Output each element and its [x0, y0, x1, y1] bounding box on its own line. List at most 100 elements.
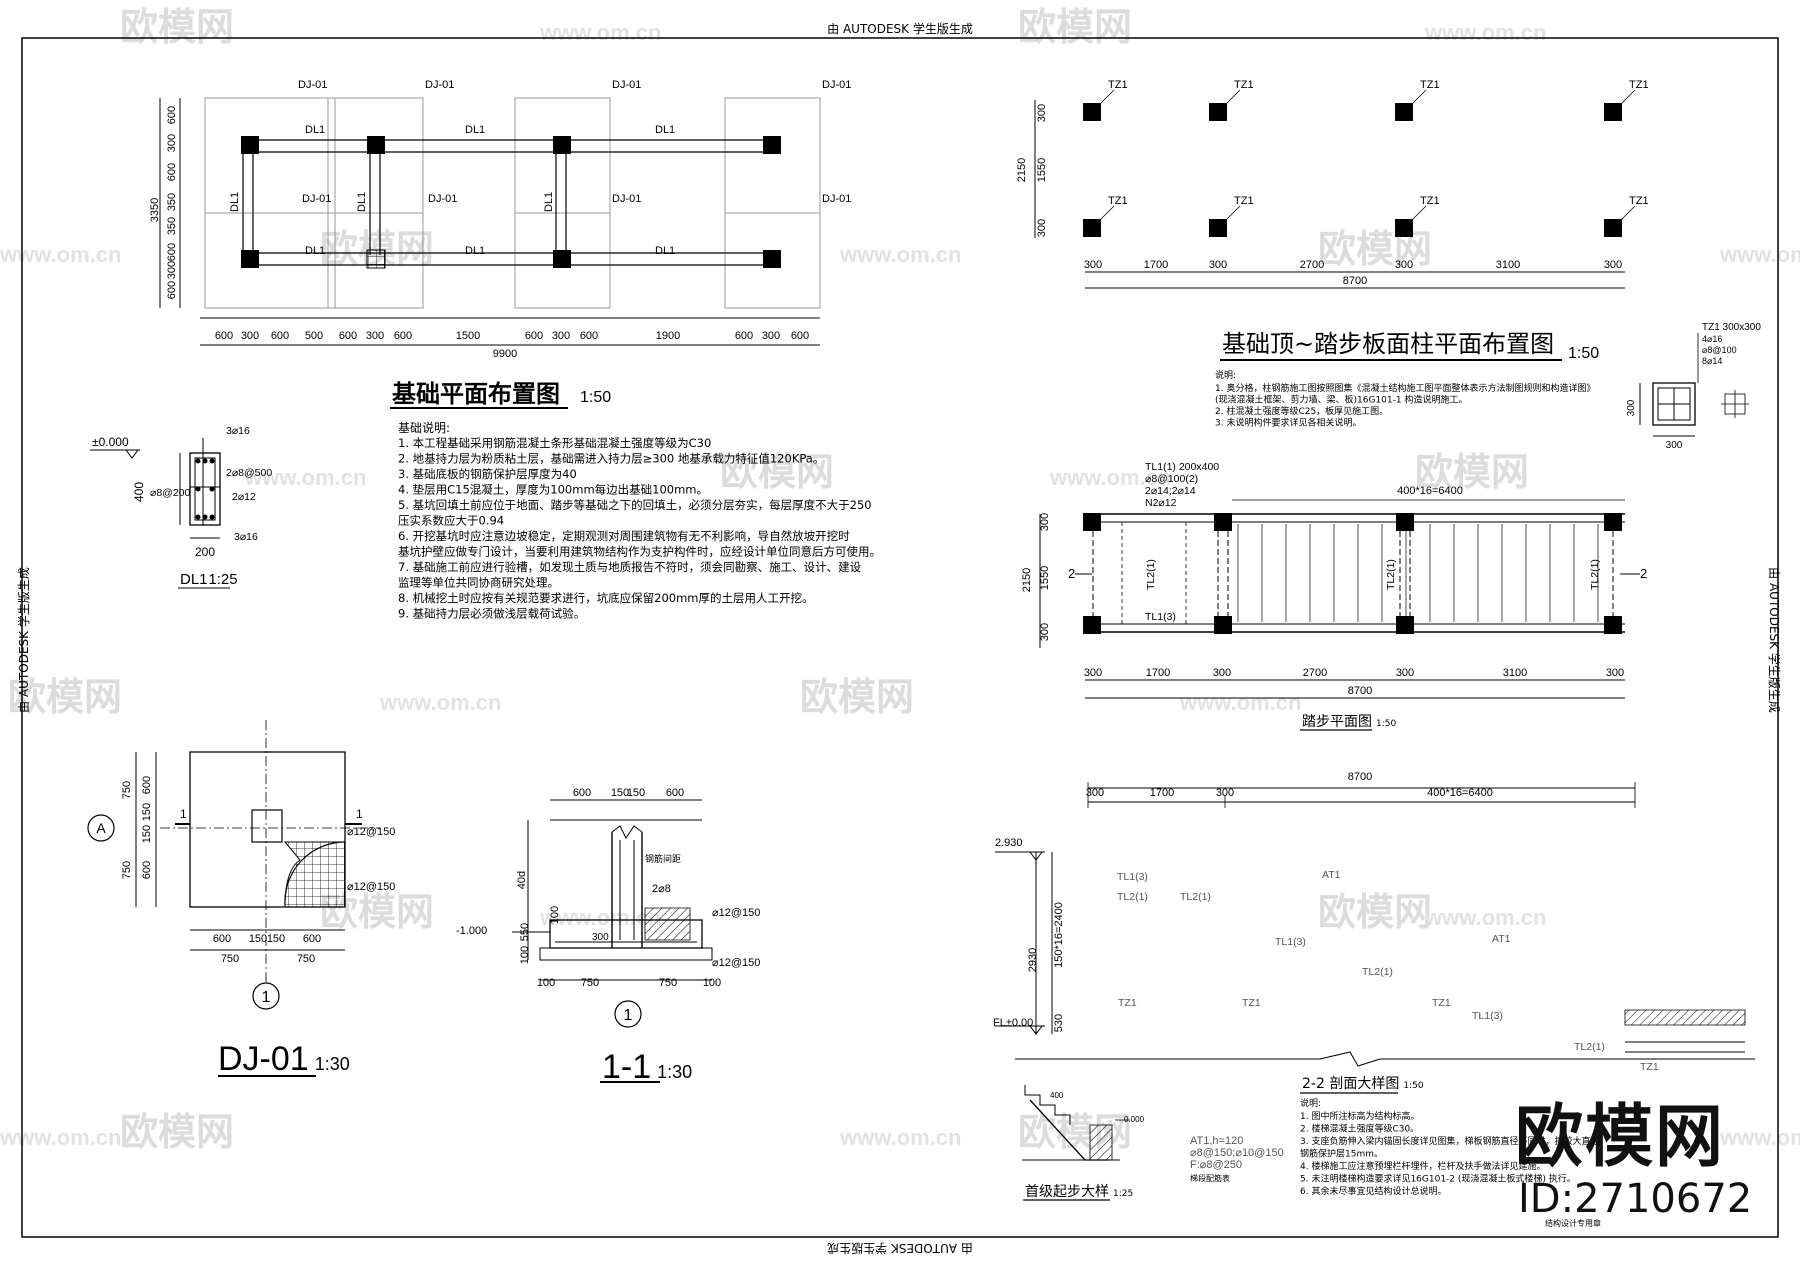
- note-line: 8. 机械挖土时应按有关规范要求进行，坑底应保留200mm厚的土层用人工开挖。: [398, 591, 813, 605]
- s22-span: 400*16=6400: [1427, 787, 1493, 799]
- dim-label: 1700: [1150, 787, 1174, 799]
- note-line: 2. 地基持力层为粉质粘土层，基础需进入持力层≥300 地基承载力特征值120K…: [398, 452, 824, 466]
- dim-label: 600: [166, 243, 178, 261]
- dim-label: 600: [394, 330, 412, 342]
- dim-label: 150: [267, 933, 285, 945]
- tag-dl1: DL1: [229, 192, 241, 212]
- dim-label: 300: [1604, 259, 1622, 271]
- dim-label: 300: [241, 330, 259, 342]
- section-mark-2: 2: [1068, 566, 1075, 581]
- dim-label: 750: [297, 953, 315, 965]
- dim-label: 300: [1606, 667, 1624, 679]
- section-22-notes: 1. 图中所注标高为结构标高。2. 楼梯混凝土强度等级C30。3. 支座负筋伸入…: [1300, 1110, 1608, 1197]
- leader-line: [1099, 205, 1115, 221]
- tag-tz1: TZ1: [1108, 79, 1128, 91]
- dim-label: 150: [141, 825, 153, 843]
- watermark-url: www.om.cn: [1719, 242, 1800, 267]
- note-line: (现浇混凝土框架、剪力墙、梁、板)16G101-1 构造说明施工。: [1215, 394, 1467, 406]
- note-line: 基坑护壁应做专门设计，当要利用建筑物结构作为支护构件时，应经设计单位同意后方可使…: [398, 545, 881, 559]
- s22-member-label: TL1(3): [1117, 871, 1148, 883]
- tag-tz1: TZ1: [1108, 195, 1128, 207]
- dim-label: 300: [1036, 219, 1048, 237]
- dim-label: 3100: [1503, 667, 1527, 679]
- start-step-labels: 400 0.000: [1050, 1091, 1145, 1124]
- watermark-brand: 欧模网: [1318, 890, 1432, 934]
- tag-tz1: TZ1: [1629, 195, 1649, 207]
- leader-line: [1225, 205, 1241, 221]
- note-line: 3. 未说明构件要求详见各相关说明。: [1215, 417, 1361, 429]
- dim-label: 500: [305, 330, 323, 342]
- beam-tl2: TL2(1): [1145, 559, 1157, 590]
- s22-member-label: TL2(1): [1362, 966, 1393, 978]
- s22-member-label: TZ1: [1242, 997, 1261, 1009]
- watermark-url: www.om.cn: [0, 242, 121, 267]
- rebar-2: ⌀12@150: [347, 881, 395, 893]
- dj01-labels: A 1 1 ⌀12@150 ⌀12@150 1: [96, 807, 395, 1006]
- step-treads: [1237, 524, 1599, 622]
- at1-bar2: F:⌀8@250: [1190, 1159, 1242, 1171]
- bubble-1: 1: [624, 1007, 633, 1024]
- column-tz1: [1083, 103, 1101, 121]
- tz1-line2: ⌀8@100: [1702, 345, 1737, 355]
- column-tz1: [1209, 219, 1227, 237]
- dim-label: 1550: [1036, 158, 1048, 182]
- watermark-brand: 欧模网: [120, 1110, 234, 1154]
- column-tz1: [1083, 219, 1101, 237]
- dim-label: 150: [627, 787, 645, 799]
- at1-table: AT1,h=120 ⌀8@150;⌀10@150 F:⌀8@250 梯段配筋表: [1190, 1135, 1284, 1183]
- dim-label: 300: [552, 330, 570, 342]
- watermark-url: www.om.cn: [1049, 465, 1171, 490]
- dim-label: 600: [525, 330, 543, 342]
- step-plan-labels: TL1(1) 200x400 ⌀8@100(2) 2⌀14;2⌀14 N2⌀12…: [1021, 461, 1647, 697]
- dim-left-total: 3350: [149, 198, 161, 222]
- tag-tz1: TZ1: [1234, 79, 1254, 91]
- beam-tl1: TL1(3): [1145, 611, 1176, 623]
- dim-label: 750: [221, 953, 239, 965]
- dim-label: 300: [762, 330, 780, 342]
- watermark-brand: 欧模网: [1018, 5, 1132, 49]
- level-zero: ±0.000: [92, 435, 129, 449]
- tz1-dim-w: 300: [1666, 440, 1683, 451]
- note-line: 2. 楼梯混凝土强度等级C30。: [1300, 1123, 1419, 1135]
- step-plan: [1039, 499, 1640, 699]
- section-22-levels: 8700 400*16=6400 2.930 FL±0.00: [993, 771, 1493, 1029]
- s22-member-label: TL1(3): [1472, 1010, 1503, 1022]
- dim-label: 100: [519, 946, 531, 964]
- note-line: 1. 图中所注标高为结构标高。: [1300, 1110, 1419, 1122]
- tag-tz1: TZ1: [1420, 195, 1440, 207]
- beam-bar1: ⌀8@100(2): [1145, 473, 1198, 485]
- foundation-plan-labels: DJ-01 DJ-01 DJ-01 DJ-01 DJ-01 DJ-01 DJ-0…: [149, 79, 851, 360]
- s22-total: 8700: [1348, 771, 1372, 783]
- tag-dj01: DJ-01: [612, 79, 641, 91]
- dim-label: 300: [1396, 667, 1414, 679]
- watermark-url: www.om.cn: [1719, 1125, 1800, 1150]
- dim-label: 300: [1209, 259, 1227, 271]
- banner-top: 由 AUTODESK 学生版生成: [827, 21, 973, 36]
- leader-line: [1620, 89, 1636, 105]
- dim-label: 350: [166, 193, 178, 211]
- dim-label: 100: [537, 977, 555, 989]
- column-bottom-total: 8700: [1343, 275, 1367, 287]
- banner-bottom: 由 AUTODESK 学生版生成: [827, 1241, 973, 1256]
- dim-label: 300: [1039, 513, 1051, 531]
- watermark-url: www.om.cn: [379, 690, 501, 715]
- axis-a: A: [96, 820, 106, 836]
- beam-bar3: N2⌀12: [1145, 497, 1177, 509]
- note-line: 1. 奥分格，柱钢筋施工图按照图集《混凝土结构施工图平面整体表示方法制图规则和构…: [1215, 382, 1595, 394]
- note-line: 7. 基础施工前应进行验槽，如发现土质与地质报告不符时，须会同勘察、施工、设计、…: [398, 560, 862, 574]
- section-22: [995, 782, 1755, 1067]
- dim-label: 600: [141, 776, 153, 794]
- rebar-b: ⌀12@150: [712, 957, 760, 969]
- tag-dj01: DJ-01: [425, 79, 454, 91]
- dim-label: 150: [141, 803, 153, 821]
- level-minus-one: -1.000: [456, 925, 487, 937]
